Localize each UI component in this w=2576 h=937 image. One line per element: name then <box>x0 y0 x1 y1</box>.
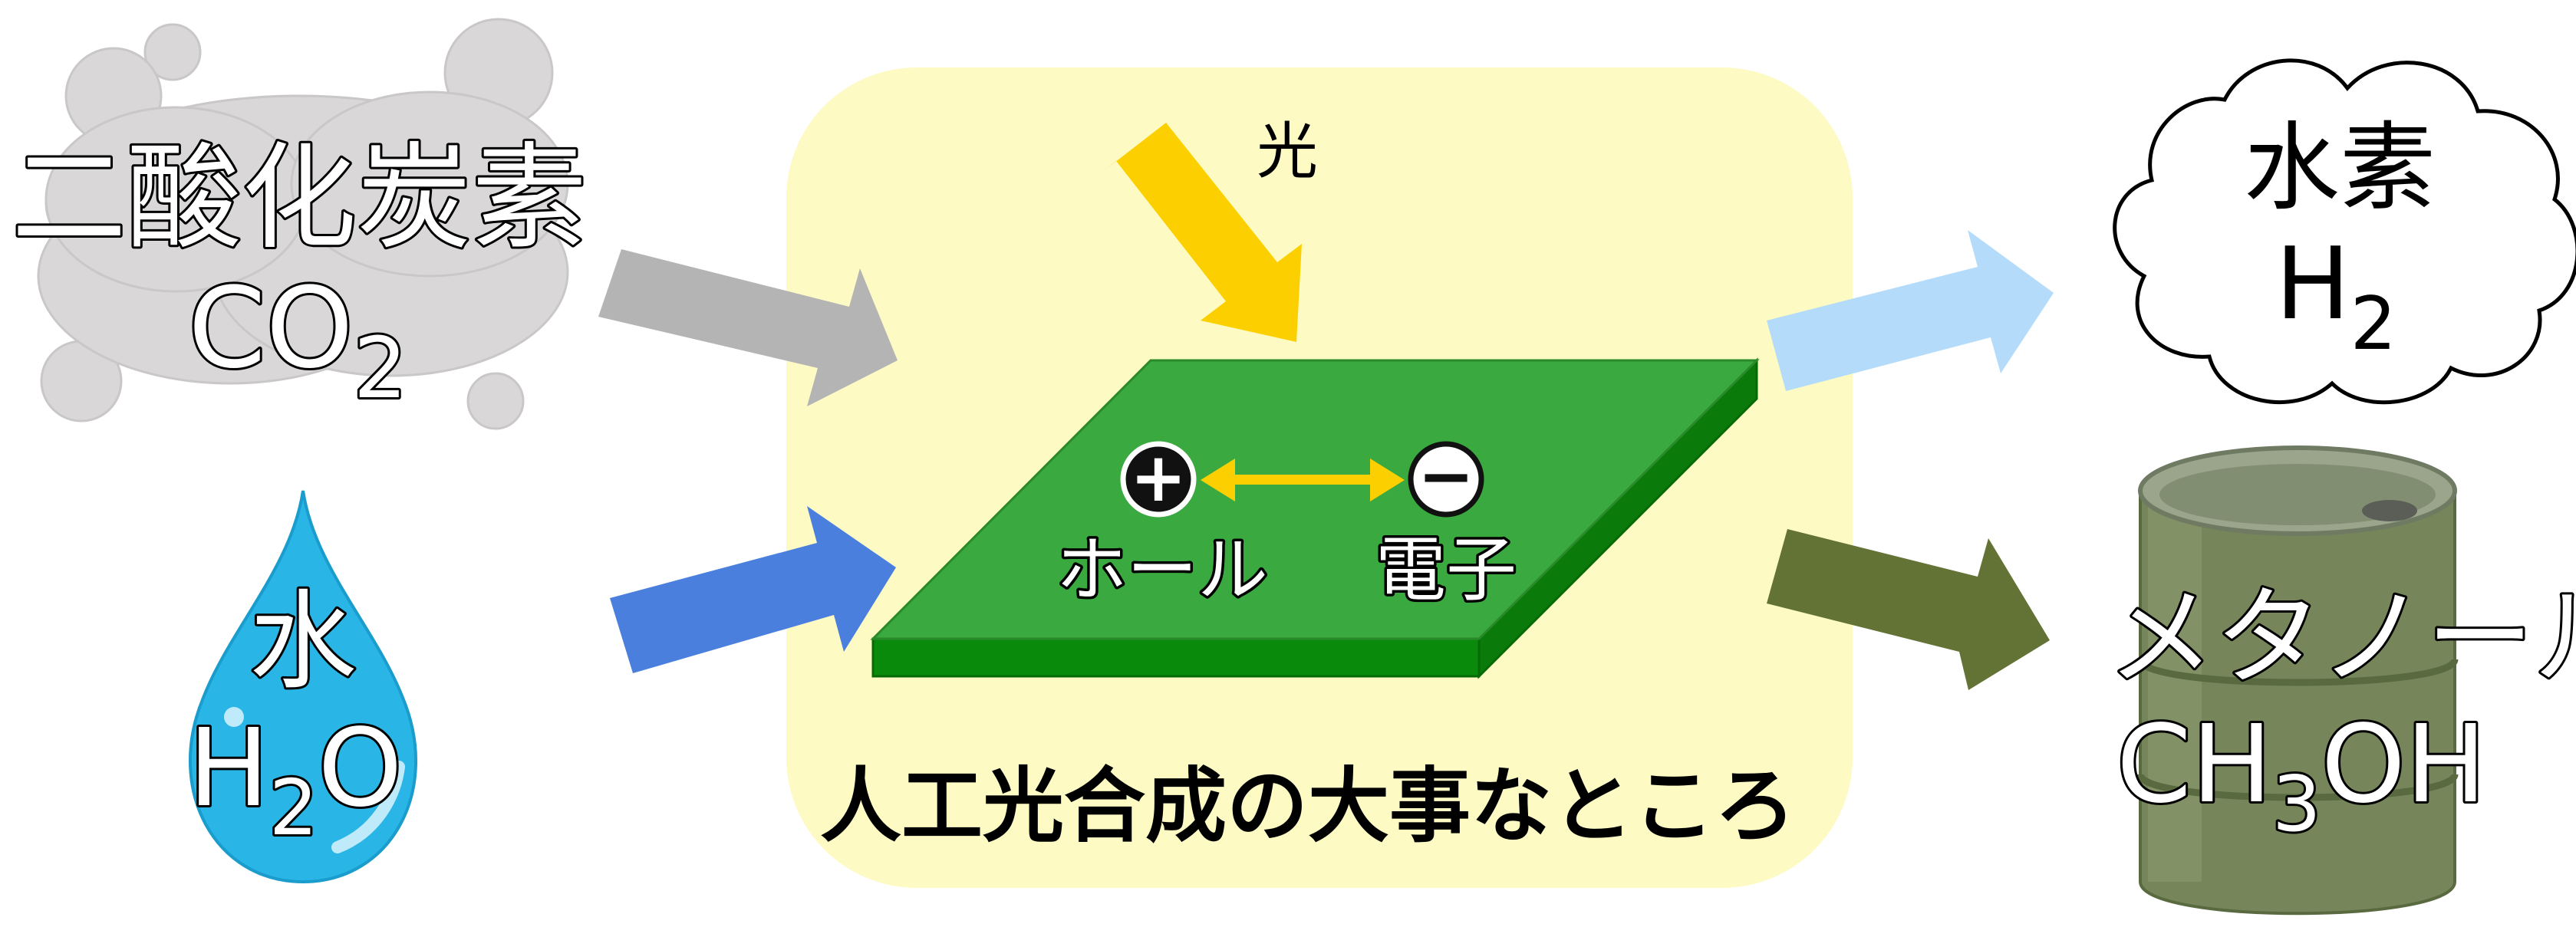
co2-formula-subscript: 2 <box>354 319 407 417</box>
water-formula-subscript: 2 <box>269 763 318 853</box>
water-formula-h: H <box>188 706 268 831</box>
water-formula-o: O <box>318 706 402 831</box>
co2-formula: CO2 <box>188 264 407 417</box>
plate-front-face <box>871 637 1481 678</box>
methanol-output-arrow <box>1767 529 2050 690</box>
light-arrow <box>1105 123 1302 342</box>
hole-plus-icon <box>1120 441 1197 518</box>
co2-cloud-icon <box>37 18 569 430</box>
methanol-formula: CH3OH <box>2116 702 2486 849</box>
hydrogen-formula: H2 <box>2275 225 2396 367</box>
electron-minus-icon <box>1408 441 1484 518</box>
co2-formula-main: CO <box>188 264 353 393</box>
methanol-formula-oh: OH <box>2321 702 2486 827</box>
panel-caption: 人工光合成の大事なところ <box>820 759 1796 853</box>
plate-top-face <box>870 359 1760 640</box>
water-formula: H2O <box>188 706 402 853</box>
hydrogen-formula-subscript: 2 <box>2350 282 2396 367</box>
methanol-formula-subscript: 3 <box>2272 759 2321 849</box>
hydrogen-name: 水素 <box>2244 113 2436 224</box>
hydrogen-output-arrow <box>1767 230 2054 391</box>
photocatalyst-plate <box>870 357 1760 679</box>
light-label: 光 <box>1257 116 1318 187</box>
electron-sign: − <box>1418 436 1474 515</box>
electron-label: 電子 <box>1375 529 1517 611</box>
hydrogen-cloud-icon <box>2113 58 2576 405</box>
co2-input-arrow <box>598 249 898 406</box>
water-drop-icon <box>189 490 417 884</box>
water-name: 水 <box>249 580 357 705</box>
hole-sign: + <box>1130 438 1187 517</box>
methanol-formula-ch: CH <box>2116 702 2272 827</box>
hole-label: ホール <box>1056 529 1268 611</box>
water-input-arrow <box>610 506 896 673</box>
charge-separation-arrow <box>1201 459 1405 501</box>
methanol-barrel-icon <box>2136 445 2459 916</box>
methanol-name: メタノール <box>2107 576 2576 701</box>
co2-name: 二酸化炭素 <box>12 132 587 265</box>
hydrogen-formula-main: H <box>2275 225 2350 342</box>
